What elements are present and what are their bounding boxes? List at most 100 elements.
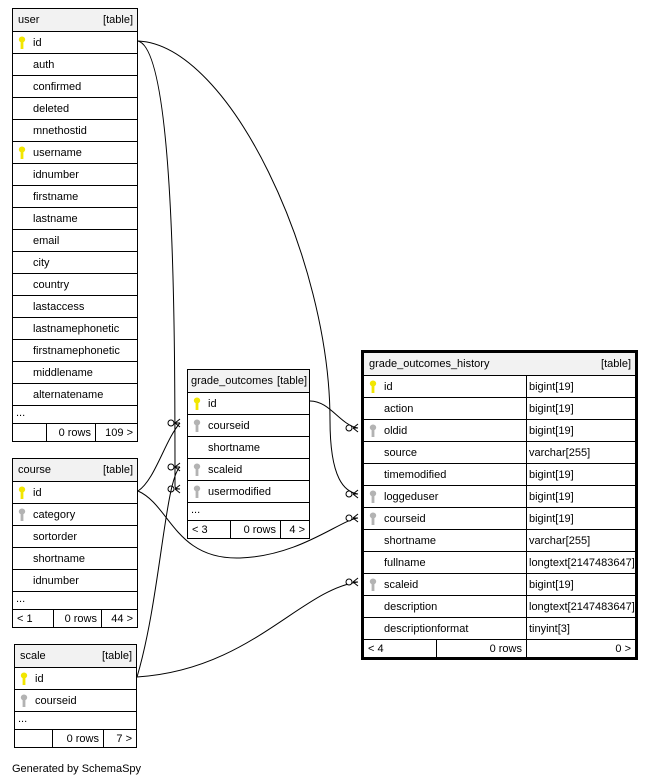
- column-name: city: [33, 257, 50, 269]
- foreign-key-icon: [368, 424, 378, 438]
- more-columns: ...: [188, 502, 309, 520]
- column-row[interactable]: sortorder: [13, 525, 137, 547]
- column-row[interactable]: auth: [13, 53, 137, 75]
- column-row[interactable]: lastnamephonetic: [13, 317, 137, 339]
- column-row[interactable]: shortname: [13, 547, 137, 569]
- edge-scale-to-go-scaleid: [136, 466, 181, 678]
- column-name: middlename: [33, 367, 93, 379]
- column-row[interactable]: idnumber: [13, 569, 137, 591]
- column-row[interactable]: id: [15, 667, 136, 689]
- column-row[interactable]: shortname: [188, 436, 309, 458]
- table-name: course: [18, 464, 52, 476]
- column-row[interactable]: courseid: [188, 414, 309, 436]
- table-header: scale [table]: [15, 645, 136, 667]
- column-row[interactable]: description longtext[2147483647]: [364, 595, 635, 617]
- column-row[interactable]: lastname: [13, 207, 137, 229]
- column-name: source: [384, 447, 418, 459]
- column-type: tinyint[3]: [526, 618, 638, 639]
- column-row[interactable]: id: [13, 481, 137, 503]
- foreign-key-icon: [368, 512, 378, 526]
- column-type: longtext[2147483647]: [526, 552, 638, 573]
- column-row[interactable]: email: [13, 229, 137, 251]
- column-name: firstname: [33, 191, 79, 203]
- column-row[interactable]: scaleid: [188, 458, 309, 480]
- edge-user-to-history-loggeduser: [137, 40, 359, 495]
- column-row[interactable]: country: [13, 273, 137, 295]
- column-name: email: [33, 235, 60, 247]
- column-row[interactable]: courseid: [15, 689, 136, 711]
- column-row[interactable]: deleted: [13, 97, 137, 119]
- primary-key-icon: [17, 146, 27, 160]
- column-name: mnethostid: [33, 125, 87, 137]
- foreign-key-icon: [192, 485, 202, 499]
- row-count: 0 rows: [53, 610, 101, 627]
- foreign-key-icon: [192, 463, 202, 477]
- column-type: longtext[2147483647]: [526, 596, 638, 617]
- primary-key-icon: [17, 486, 27, 500]
- column-name: id: [33, 37, 42, 49]
- column-row[interactable]: firstname: [13, 185, 137, 207]
- column-row[interactable]: usermodified: [188, 480, 309, 502]
- column-name: usermodified: [208, 486, 271, 498]
- foreign-key-icon: [17, 508, 27, 522]
- column-name: fullname: [384, 557, 426, 569]
- crows-foot-marker: [345, 489, 359, 499]
- table-header: user [table]: [13, 9, 137, 31]
- column-row[interactable]: id: [188, 392, 309, 414]
- foreign-key-icon: [192, 419, 202, 433]
- column-name: id: [208, 398, 217, 410]
- column-name: shortname: [208, 442, 260, 454]
- table-name: grade_outcomes_history: [369, 358, 490, 370]
- column-row[interactable]: middlename: [13, 361, 137, 383]
- edge-scale-to-history-scaleid: [136, 581, 359, 678]
- column-name: scaleid: [208, 464, 243, 476]
- column-row[interactable]: idnumber: [13, 163, 137, 185]
- column-name: confirmed: [33, 81, 82, 93]
- column-row[interactable]: firstnamephonetic: [13, 339, 137, 361]
- column-name: idnumber: [33, 575, 79, 587]
- table-grade-outcomes[interactable]: grade_outcomes [table] id courseid shortna…: [187, 369, 310, 539]
- column-name: firstnamephonetic: [33, 345, 120, 357]
- column-row[interactable]: mnethostid: [13, 119, 137, 141]
- column-row[interactable]: confirmed: [13, 75, 137, 97]
- column-row[interactable]: id: [13, 31, 137, 53]
- parents-count: [13, 424, 46, 441]
- table-footer: < 1 0 rows 44 >: [13, 609, 137, 627]
- column-row[interactable]: lastaccess: [13, 295, 137, 317]
- column-row[interactable]: alternatename: [13, 383, 137, 405]
- foreign-key-icon: [19, 694, 29, 708]
- parents-count: < 1: [17, 613, 33, 625]
- column-row[interactable]: category: [13, 503, 137, 525]
- column-row[interactable]: fullname longtext[2147483647]: [364, 551, 635, 573]
- column-name: deleted: [33, 103, 70, 115]
- primary-key-icon: [368, 380, 378, 394]
- column-name: description: [384, 601, 438, 613]
- column-row[interactable]: city: [13, 251, 137, 273]
- table-footer: 0 rows 109 >: [13, 423, 137, 441]
- column-name: timemodified: [384, 469, 447, 481]
- crows-foot-marker: [167, 462, 181, 472]
- column-row[interactable]: source varchar[255]: [364, 441, 635, 463]
- table-type: [table]: [601, 358, 631, 370]
- column-name: action: [384, 403, 414, 415]
- column-name: shortname: [33, 553, 85, 565]
- table-header: grade_outcomes [table]: [188, 370, 309, 392]
- column-type: varchar[255]: [526, 442, 638, 463]
- column-name: courseid: [208, 420, 250, 432]
- column-row[interactable]: username: [13, 141, 137, 163]
- table-name: user: [18, 14, 40, 26]
- table-type: [table]: [102, 650, 132, 662]
- table-user[interactable]: user [table] id auth confirmed deleted mneth…: [12, 8, 138, 442]
